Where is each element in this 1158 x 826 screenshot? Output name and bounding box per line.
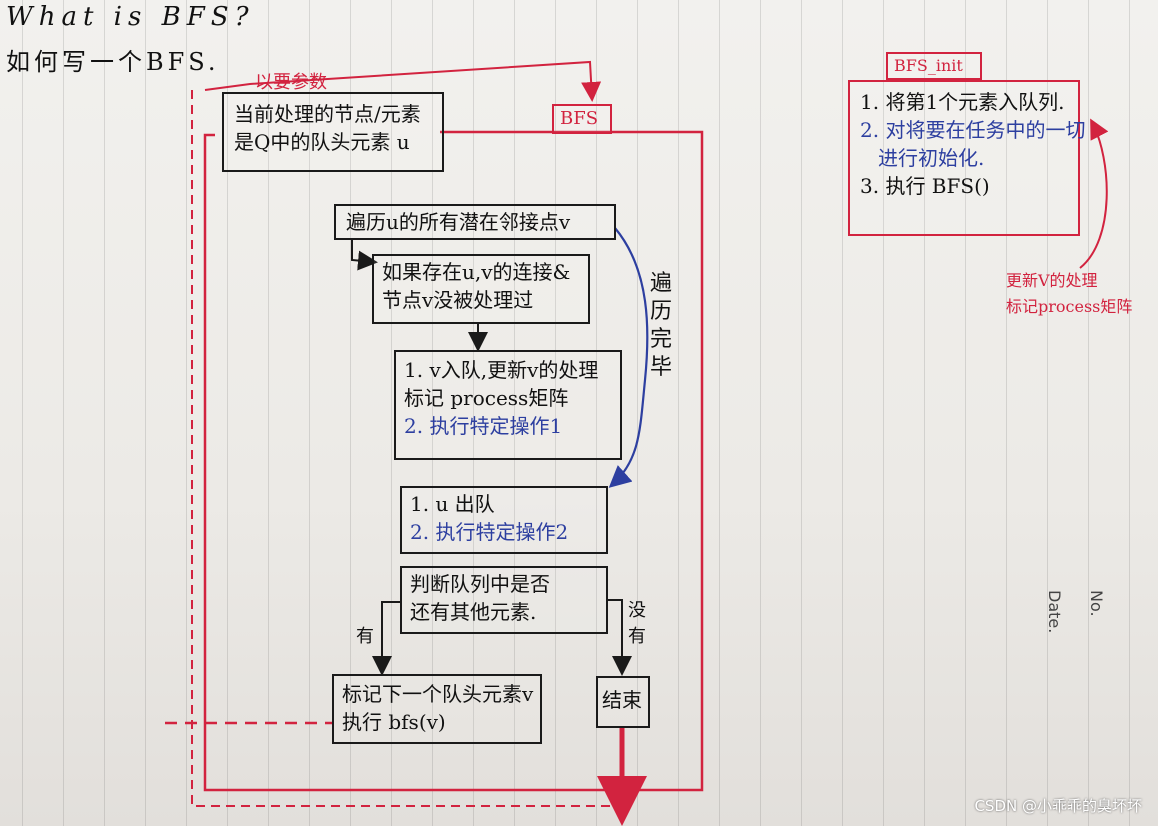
condition-line-2: 节点v没被处理过 [382,288,534,312]
condition-line-1: 如果存在u,v的连接& [382,260,571,284]
no-label: 没有 [628,600,646,647]
end-text: 结束 [602,688,642,712]
init-step-3: 3. 执行 BFS() [860,174,990,198]
right-note-line-1: 更新V的处理 [1006,271,1098,290]
traverse-done-note: 遍历完毕 [650,271,673,380]
enqueue-box: 1. v入队,更新v的处理 标记 process矩阵 2. 执行特定操作1 [394,350,622,460]
traverse-done-arrow [608,227,649,488]
end-box: 结束 [596,676,650,728]
bfs-frame [203,130,704,792]
next-box: 标记下一个队头元素v 执行 bfs(v) [332,674,542,744]
judge-line-2: 还有其他元素. [410,600,537,624]
csdn-watermark: CSDN @小乖乖的臭坏坏 [974,797,1142,815]
date-label: Date. [1045,590,1064,634]
right-note-line-2: 标记process矩阵 [1006,297,1133,316]
param-dashed-top [204,60,602,102]
param-line-2: 是Q中的队头元素 u [234,130,410,154]
enqueue-line-2: 标记 process矩阵 [404,386,569,410]
param-box: 当前处理的节点/元素 是Q中的队头元素 u [222,92,444,172]
init-step-2: 2. 对将要在任务中的一切 [860,118,1086,142]
judge-line-1: 判断队列中是否 [410,572,550,596]
page-number-label: No. [1087,590,1106,617]
condition-box: 如果存在u,v的连接& 节点v没被处理过 [372,254,590,324]
param-line-1: 当前处理的节点/元素 [234,102,421,126]
init-label: BFS_init [886,52,982,80]
traverse-to-condition [351,240,378,271]
judge-to-next [372,601,400,676]
header-title: What is BFS? [6,2,255,32]
next-line-1: 标记下一个队头元素v [342,682,534,706]
traverse-text: 遍历u的所有潜在邻接点v [346,210,571,234]
enqueue-line-1: 1. v入队,更新v的处理 [404,358,599,382]
init-step-2b: 进行初始化. [878,146,985,170]
traverse-box: 遍历u的所有潜在邻接点v [334,204,616,240]
dequeue-line-2: 2. 执行特定操作2 [410,520,569,544]
param-label: 以要参数 [255,72,327,93]
header-subtitle: 如何写一个BFS. [6,48,220,76]
judge-to-end [608,599,632,676]
judge-box: 判断队列中是否 还有其他元素. [400,566,608,634]
bfs-label: BFS [552,104,612,134]
next-line-2: 执行 bfs(v) [342,710,446,734]
enqueue-line-3: 2. 执行特定操作1 [404,414,563,438]
yes-label: 有 [356,626,374,647]
dequeue-box: 1. u 出队 2. 执行特定操作2 [400,486,608,554]
init-box: 1. 将第1个元素入队列. 2. 对将要在任务中的一切 进行初始化. 3. 执行… [848,80,1086,236]
right-note: 更新V的处理 标记process矩阵 [1006,268,1132,320]
init-step-1: 1. 将第1个元素入队列. [860,90,1065,114]
init-note-arrow [1079,118,1109,269]
dequeue-line-1: 1. u 出队 [410,492,495,516]
